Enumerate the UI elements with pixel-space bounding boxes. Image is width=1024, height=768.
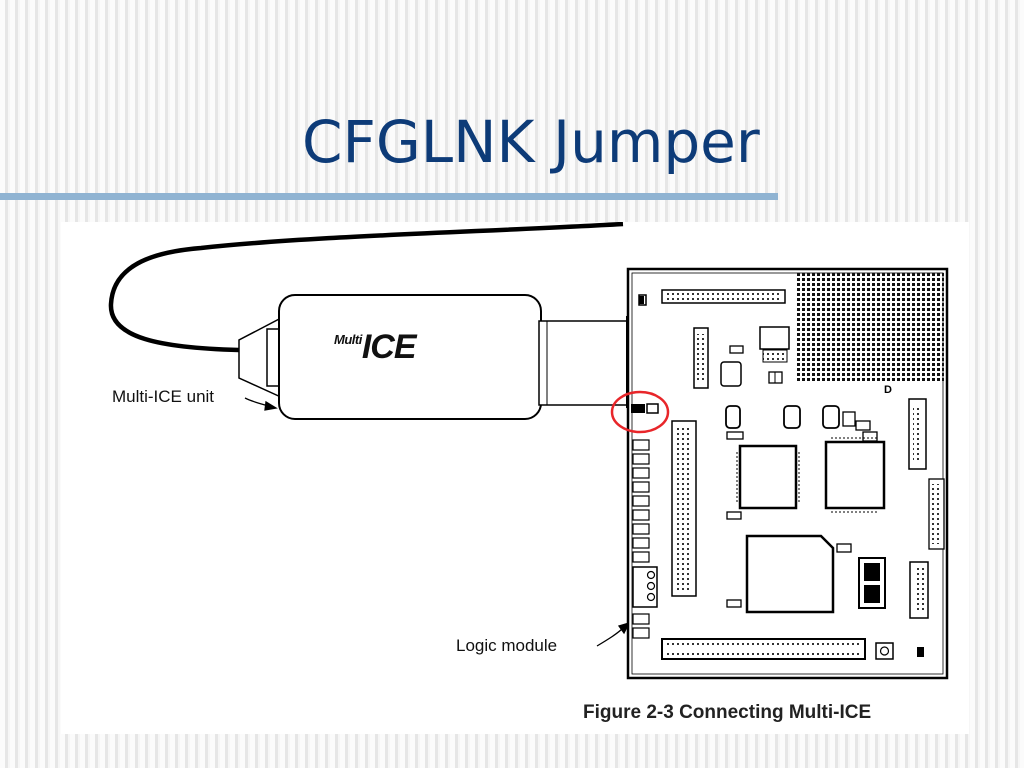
db-connector (238, 315, 284, 400)
multi-ice-logo: MultiICE (334, 328, 417, 366)
ic-2 (824, 440, 886, 510)
title-underline (0, 193, 778, 200)
connection-figure: D MultiICE Multi-ICE unit Logic module F… (61, 222, 969, 734)
figure-caption: Figure 2-3 Connecting Multi-ICE (583, 702, 872, 723)
board-inner-edge (631, 272, 944, 675)
logic-module-board (626, 267, 949, 680)
highlight-circle (610, 390, 670, 434)
slide-title: CFGLNK Jumper (302, 108, 760, 176)
board-marker: D (884, 384, 892, 396)
jumper-blocks (632, 439, 650, 563)
leader-arrows (244, 397, 631, 647)
figure-drawing: D (108, 222, 949, 680)
cfglnk-jumper (631, 404, 645, 413)
prototyping-area (796, 271, 944, 383)
cable (108, 222, 624, 353)
label-multi-ice-unit: Multi-ICE unit (112, 387, 215, 406)
fpga-chip (745, 534, 835, 614)
multi-ice-unit (238, 294, 658, 420)
ic-1 (738, 444, 798, 510)
label-logic-module: Logic module (456, 636, 558, 655)
